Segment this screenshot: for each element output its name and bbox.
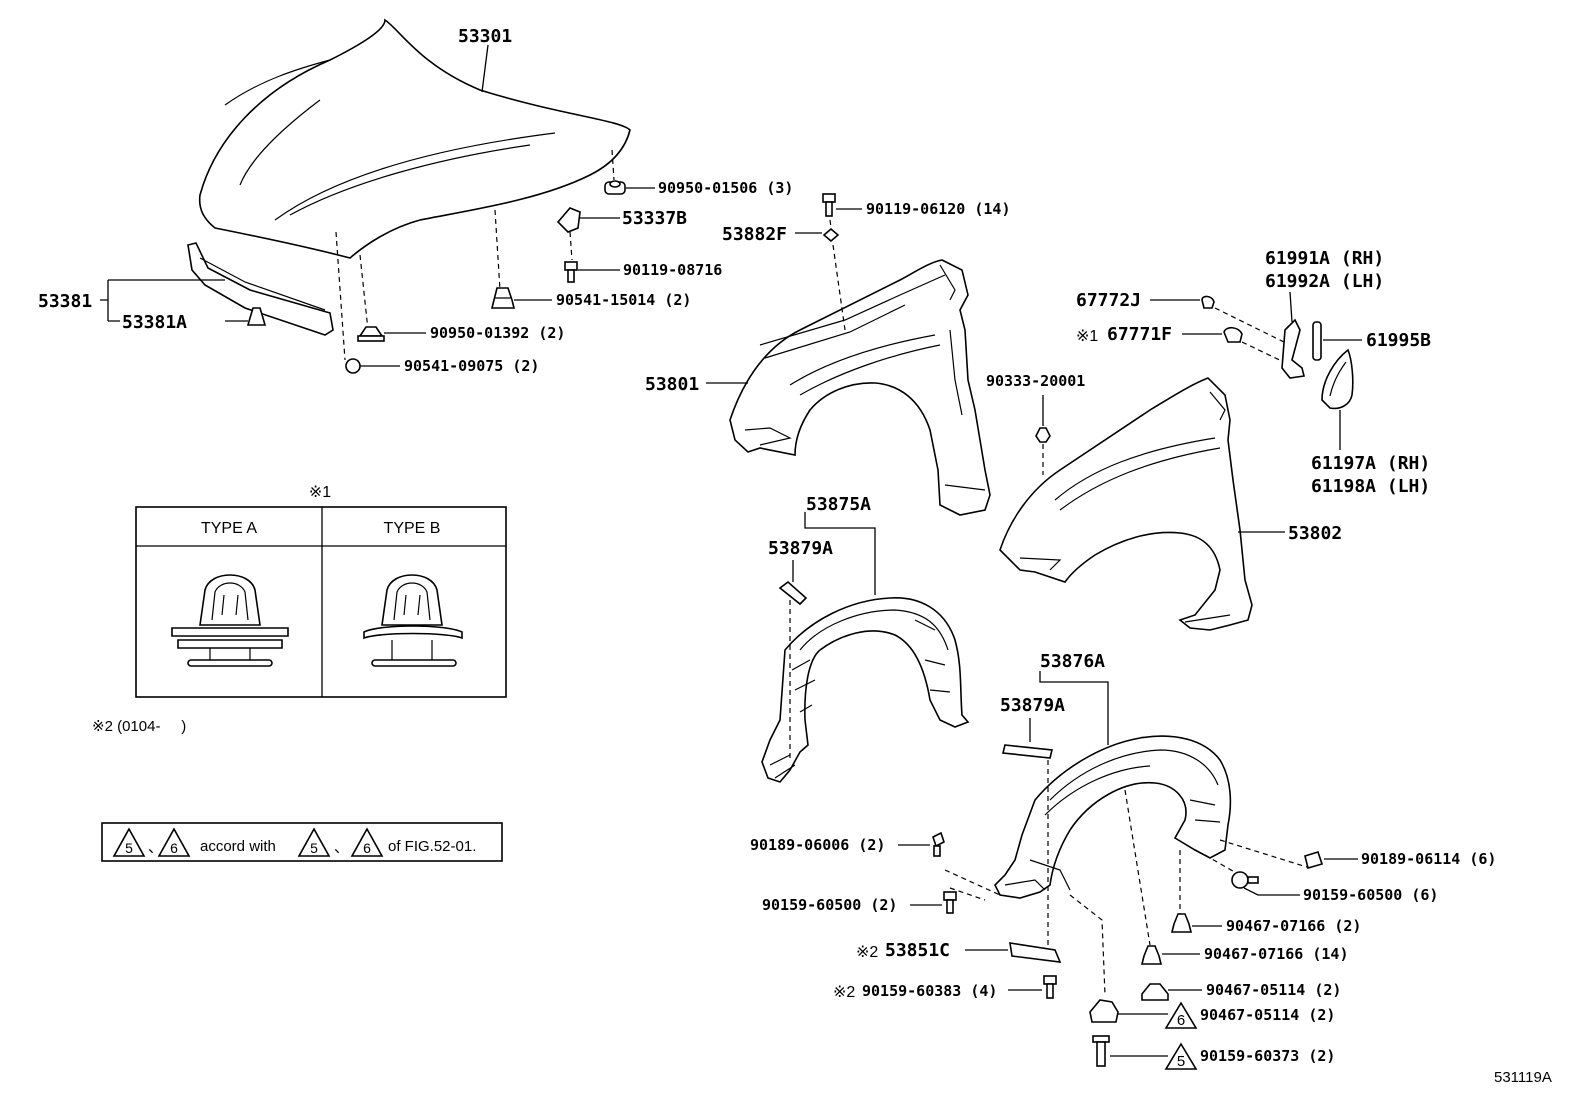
label-hood: 53301 [458,26,512,47]
accord-text2: of FIG.52-01. [388,838,476,855]
hood-stopper-icon [556,207,581,233]
label-bolt-stopper: 90119-08716 [623,261,722,279]
label-bolt-b: 90159-60500 (6) [1303,886,1438,904]
figure-id: 531119A [1494,1069,1552,1086]
label-emblem-clip: 67772J [1076,290,1141,311]
accord-text1: accord with [200,838,276,855]
label-fender-rh: 53802 [1288,523,1342,544]
type-b-label: TYPE B [384,520,441,537]
type-a-label: TYPE A [201,520,257,537]
liner-seal-rh-drawing [1002,744,1053,759]
label-ref2-marker-a: ※2 [856,944,878,961]
label-garnish-rh: 61197A (RH) [1311,453,1430,474]
emblem-clip-icon [1201,295,1215,309]
clip-d-icon [1089,999,1119,1023]
label-bolt-a: 90159-60500 (2) [762,896,897,914]
label-screw-a: 90189-06006 (2) [750,836,885,854]
clip-b-icon [1140,945,1163,965]
accord-note: 5 、 6 accord with 5 、 6 of FIG.52-01. [101,822,503,862]
label-bolt-c: 90159-60373 (2) [1200,1047,1335,1065]
fender-plug-icon [1035,427,1051,443]
label-liner-seal-rh: 53879A [1000,695,1065,716]
clip-type-b-icon [363,574,463,667]
liner-lh-drawing [761,597,970,783]
label-mudguard: 53851C [885,940,950,961]
screw-a-icon [932,831,945,857]
clip-c-icon [1141,983,1169,1001]
label-liner-rh: 53876A [1040,651,1105,672]
label-emblem-rh: 61991A (RH) [1265,248,1384,269]
cushion-small-icon [345,358,361,374]
emblem-drawing [1281,318,1305,379]
label-fender-seal: 53882F [722,224,787,245]
fender-lh-drawing [729,259,991,516]
label-cushion-upper: 90950-01506 (3) [658,179,793,197]
cushion-rubber-icon [490,287,516,309]
label-emblem-clip-type: 67771F [1107,324,1172,345]
label-emblem-lh: 61992A (LH) [1265,271,1384,292]
fender-seal-icon [822,227,840,243]
label-bolt-fender-top: 90119-06120 (14) [866,200,1011,218]
label-fender-lh: 53801 [645,374,699,395]
accord-tri6-a: 6 [170,840,178,856]
date-note: ※2 (0104- ) [92,718,186,735]
label-emblem-trim: 61995B [1366,330,1431,351]
liner-seal-lh-drawing [778,580,808,606]
fender-rh-drawing [999,377,1253,631]
bolt-stopper-icon [564,261,578,283]
bolt-b-icon [1231,871,1259,889]
bolt-c-icon [1092,1035,1110,1067]
label-fender-plug: 90333-20001 [986,372,1085,390]
garnish-drawing [1321,348,1354,410]
triangle-5-icon: 5 [1164,1042,1198,1070]
screw-c-icon [1043,975,1057,999]
label-liner-lh: 53875A [806,494,871,515]
type-table-header: ※1 [309,484,331,501]
accord-tri6-b: 6 [363,840,371,856]
label-ref2-marker-b: ※2 [833,984,855,1001]
bolt-a-icon [943,891,957,914]
label-hood-seal-clip: 53381A [122,312,187,333]
clip-type-a-icon [171,574,289,667]
triangle-6-label: 6 [1177,1012,1185,1029]
label-clip-c: 90467-05114 (2) [1206,981,1341,999]
bolt-fender-top-icon [822,193,836,217]
accord-tri5-b: 5 [310,840,318,856]
label-clip-b: 90467-07166 (14) [1204,945,1349,963]
accord-tri5-a: 5 [125,840,133,856]
cushion-upper-icon [604,180,626,195]
emblem-clip-type-icon [1223,326,1243,343]
label-liner-seal-lh: 53879A [768,538,833,559]
clip-a-icon [1170,913,1193,933]
label-cushion-lower: 90950-01392 (2) [430,324,565,342]
label-screw-c: 90159-60383 (4) [862,982,997,1000]
label-ref1-marker: ※1 [1076,328,1098,345]
label-hood-stopper: 53337B [622,208,687,229]
liner-rh-drawing [994,735,1232,899]
label-screw-b: 90189-06114 (6) [1361,850,1496,868]
triangle-5-label: 5 [1177,1053,1185,1070]
label-clip-d: 90467-05114 (2) [1200,1006,1335,1024]
accord-sep2: 、 [334,839,349,856]
screw-b-icon [1304,851,1324,869]
label-clip-a: 90467-07166 (2) [1226,917,1361,935]
cushion-lower-icon [357,326,385,342]
accord-sep1: 、 [148,839,163,856]
label-hood-seal: 53381 [38,291,92,312]
emblem-trim-drawing [1312,321,1322,361]
label-garnish-lh: 61198A (LH) [1311,476,1430,497]
mudguard-drawing [1009,942,1062,963]
hood-drawing [198,18,631,259]
seal-clip-icon [246,307,267,326]
type-table: ※1 TYPE A TYPE B [135,484,507,698]
triangle-6-icon: 6 [1164,1001,1198,1029]
label-cushion-small: 90541-09075 (2) [404,357,539,375]
label-cushion-rubber: 90541-15014 (2) [556,291,691,309]
